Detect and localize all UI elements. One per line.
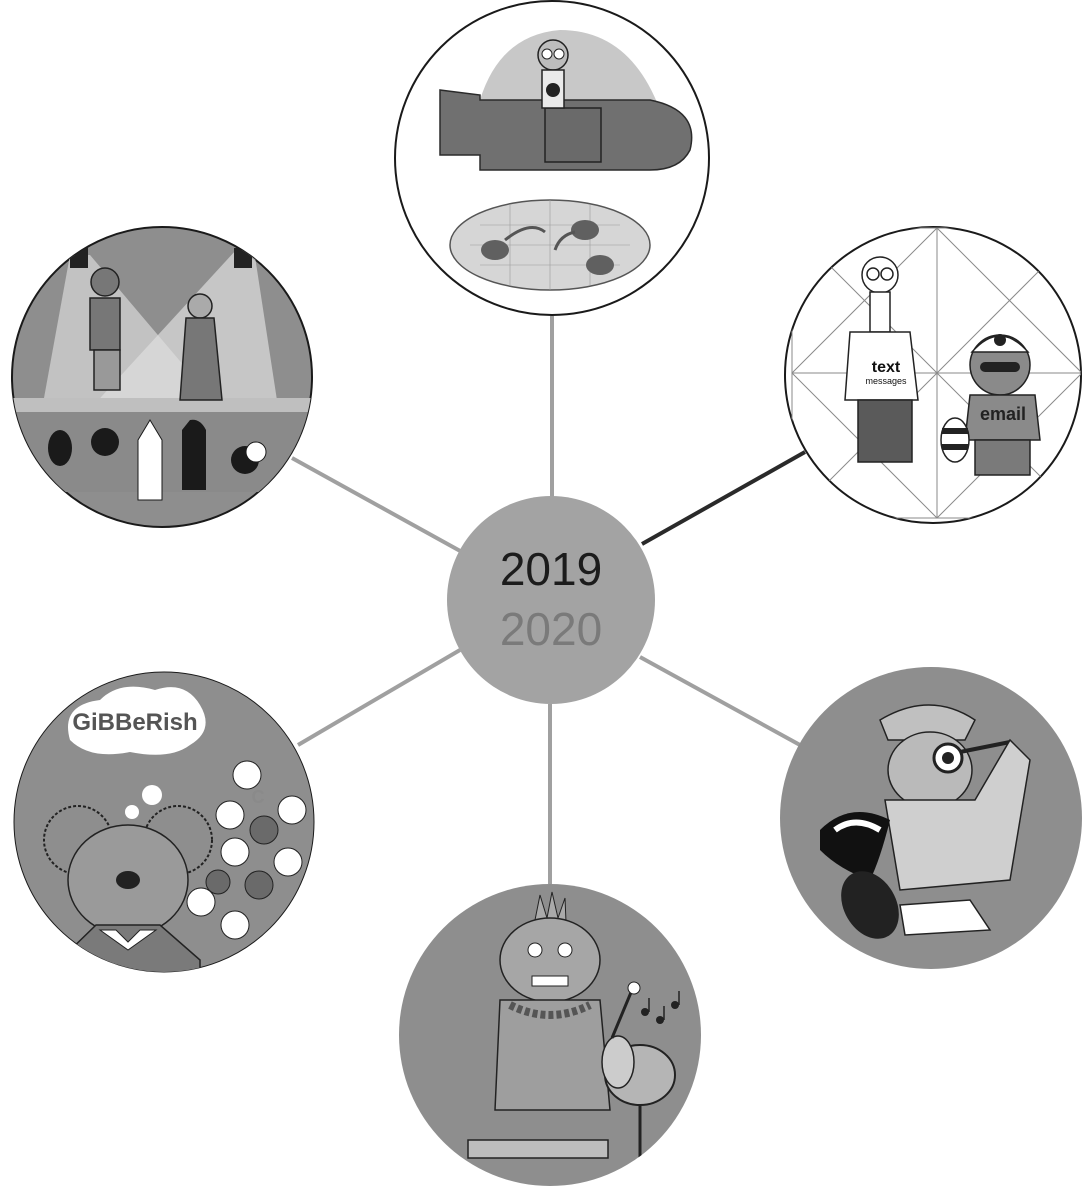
- illustration-messaging: text messages email: [784, 226, 1082, 524]
- spaceship-cockpit: [544, 107, 602, 163]
- pilot-badge-icon: [546, 83, 560, 97]
- drummer-platform: [467, 1139, 609, 1159]
- hub: 2019 2020: [447, 496, 655, 704]
- detective-shoe: [841, 871, 899, 939]
- raccoon-tail: [940, 417, 970, 463]
- thought-dot-1: [142, 785, 162, 805]
- detective-face: [887, 731, 973, 809]
- weasel-shirt: [844, 331, 919, 401]
- hub-year-secondary: 2020: [500, 603, 602, 655]
- koala-nose: [116, 871, 140, 889]
- spoke-lower-right: [639, 655, 801, 747]
- spoke-lower-left: [296, 648, 462, 747]
- illustration-thinker: GiBBeRish C: [13, 671, 315, 973]
- illustration-stage: [11, 226, 313, 528]
- illustration-detective: [780, 667, 1082, 969]
- thought-dot-2: [125, 805, 139, 819]
- shirt-email-label: email: [980, 404, 1026, 424]
- illustration-spaceship: [394, 0, 710, 316]
- hub-circle: [447, 496, 655, 704]
- illustration-drummer: [399, 884, 701, 1186]
- spoke-upper-right: [641, 450, 806, 546]
- cap-badge-icon: [994, 334, 1006, 346]
- drummer-head: [499, 917, 601, 1003]
- spoke-upper-left: [291, 456, 463, 554]
- thought-word: GiBBeRish: [72, 709, 197, 736]
- detective-cap: [879, 704, 976, 741]
- music-notes-icon: [641, 991, 680, 1024]
- raccoon-shirt: [964, 394, 1041, 441]
- raccoon-pants: [974, 439, 1031, 476]
- drummer-body: [494, 999, 611, 1111]
- shirt-text-sub-label: messages: [865, 376, 907, 386]
- stage-lamp-right: [234, 248, 252, 268]
- hub-year-primary: 2019: [500, 543, 602, 595]
- drumstick: [610, 989, 634, 1039]
- weasel-pants: [857, 399, 913, 463]
- drummer-hair: [534, 891, 567, 923]
- shirt-letter: C: [252, 787, 265, 807]
- shirt-collar: [98, 929, 158, 951]
- spokes: [291, 316, 806, 884]
- shirt-text-label: text: [872, 359, 901, 376]
- thought-bubble: [68, 686, 206, 755]
- detective-coat: [884, 738, 1031, 891]
- spotlight-right: [80, 250, 280, 420]
